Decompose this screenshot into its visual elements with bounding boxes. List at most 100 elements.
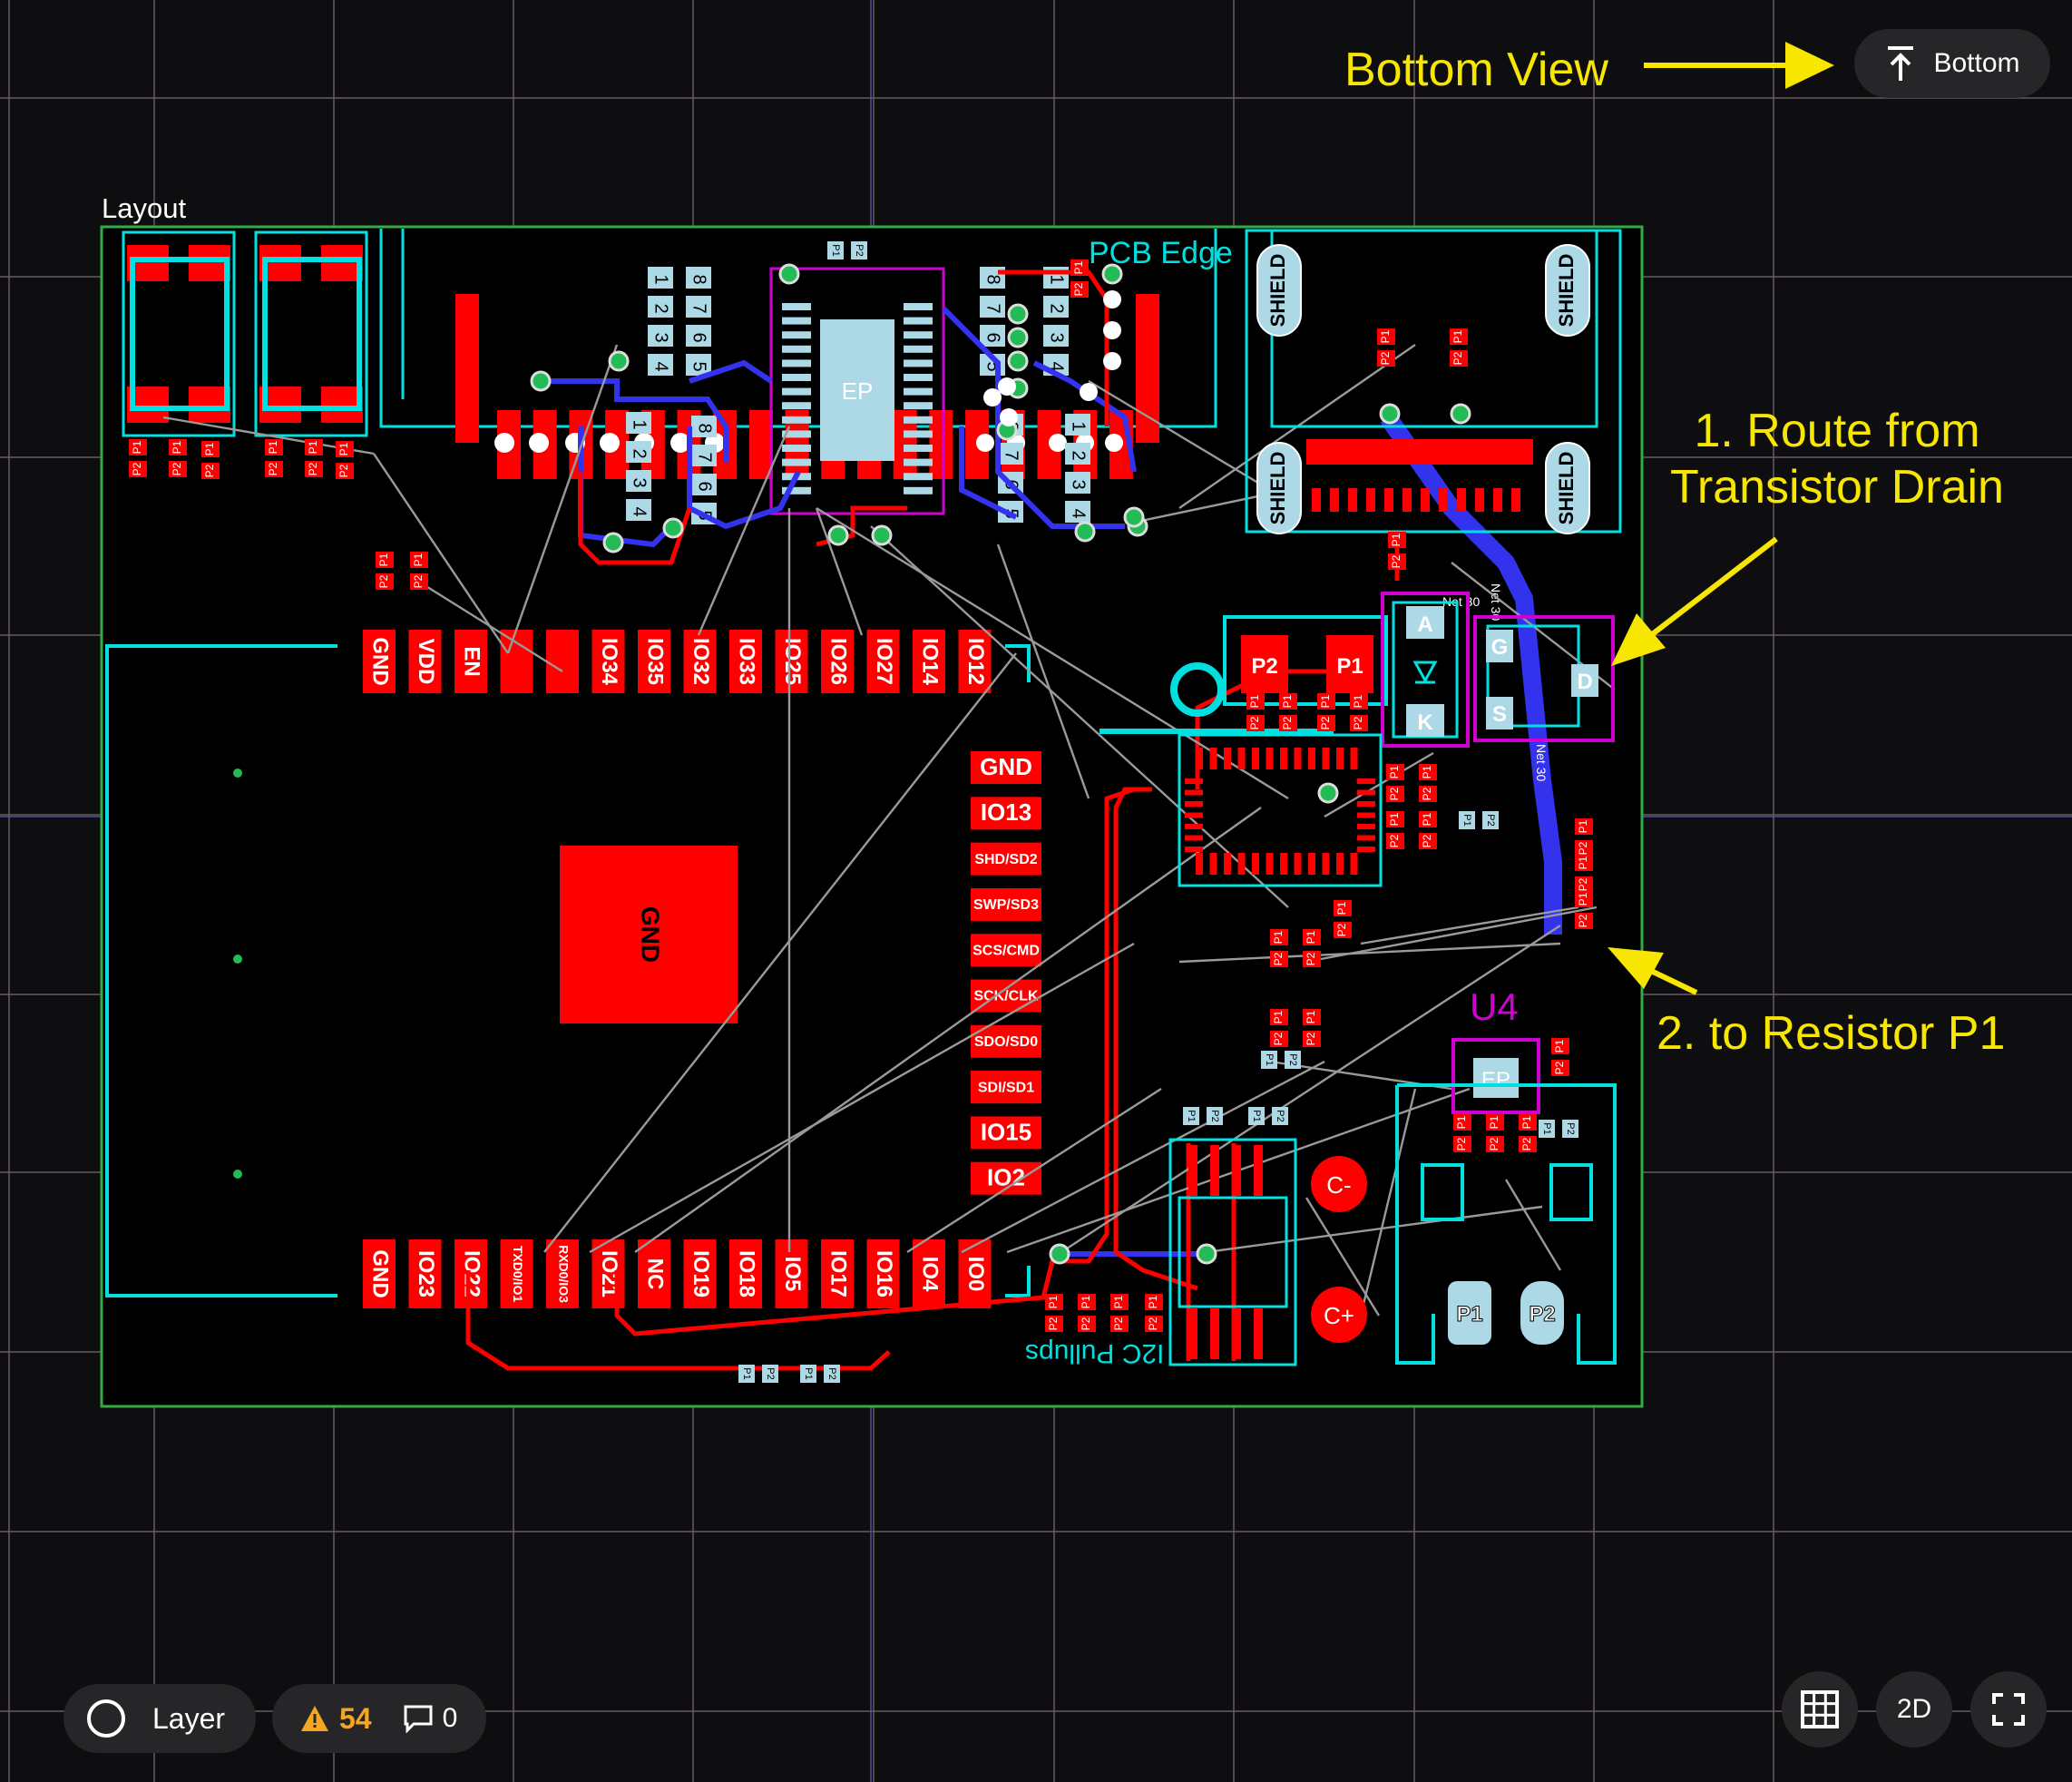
transistor-drain-pad[interactable] bbox=[1571, 664, 1598, 697]
smd-pad[interactable] bbox=[1070, 281, 1089, 298]
connector-pin[interactable] bbox=[1421, 488, 1430, 512]
smd-pad[interactable] bbox=[1317, 693, 1335, 710]
via[interactable] bbox=[871, 524, 893, 546]
header-pin[interactable] bbox=[363, 630, 396, 693]
smd-pad[interactable] bbox=[1575, 855, 1593, 871]
qfn-pad[interactable] bbox=[1280, 748, 1287, 769]
smd-pad[interactable] bbox=[1303, 1009, 1321, 1025]
header-pin[interactable] bbox=[821, 630, 854, 693]
smd-pad[interactable] bbox=[1562, 1120, 1578, 1138]
qfn-pad[interactable] bbox=[1357, 824, 1375, 829]
smd-pad[interactable] bbox=[1486, 1114, 1504, 1131]
smd-pad[interactable] bbox=[1078, 1294, 1096, 1310]
ic-pin-left[interactable] bbox=[782, 430, 811, 438]
connector-pin[interactable] bbox=[1493, 488, 1502, 512]
qfn-pad[interactable] bbox=[1185, 801, 1203, 807]
issues-bar[interactable]: 54 0 bbox=[272, 1684, 486, 1753]
header-pin[interactable] bbox=[775, 1239, 808, 1308]
qfn-pad[interactable] bbox=[1185, 847, 1203, 852]
via[interactable] bbox=[827, 524, 849, 546]
header-pin[interactable] bbox=[775, 630, 808, 693]
header-pin[interactable] bbox=[683, 630, 717, 693]
smd-pad[interactable] bbox=[1386, 833, 1404, 849]
smd-pad[interactable] bbox=[1419, 811, 1437, 827]
battery-pad-p1[interactable] bbox=[1448, 1281, 1491, 1345]
smd-pad[interactable] bbox=[1110, 1316, 1129, 1332]
qfn-pad[interactable] bbox=[1308, 748, 1315, 769]
jumper-pad-p2[interactable] bbox=[1241, 635, 1288, 693]
warning-count[interactable]: 54 bbox=[339, 1701, 372, 1735]
qfn-pad[interactable] bbox=[1357, 812, 1375, 818]
header-pin[interactable] bbox=[500, 1239, 533, 1308]
smd-pad[interactable] bbox=[410, 573, 428, 590]
smd-pad[interactable] bbox=[1350, 715, 1368, 731]
header-pin[interactable] bbox=[638, 630, 670, 693]
smd-pad[interactable] bbox=[201, 441, 220, 457]
qfn-pad[interactable] bbox=[1237, 748, 1246, 769]
smd-pad[interactable] bbox=[1045, 1316, 1063, 1332]
qfn-pad[interactable] bbox=[1336, 748, 1344, 769]
soic-pad[interactable] bbox=[1232, 1145, 1241, 1196]
via[interactable] bbox=[778, 263, 800, 285]
smd-pad[interactable] bbox=[1279, 715, 1297, 731]
soic-pad[interactable] bbox=[1210, 1145, 1219, 1196]
through-hole[interactable] bbox=[983, 388, 1002, 406]
header-pin[interactable] bbox=[683, 1239, 717, 1308]
switch-pad[interactable] bbox=[189, 387, 230, 423]
smd-pad[interactable] bbox=[169, 439, 187, 455]
c-minus-pad[interactable] bbox=[1311, 1156, 1367, 1212]
qfn-pad[interactable] bbox=[1357, 801, 1375, 807]
ic-pin-left[interactable] bbox=[782, 387, 811, 396]
smd-pad[interactable] bbox=[1270, 1031, 1288, 1047]
qfn-pad[interactable] bbox=[1185, 789, 1203, 796]
smd-pad[interactable] bbox=[1551, 1060, 1569, 1076]
ic-pin-left[interactable] bbox=[782, 458, 811, 466]
smd-pad[interactable] bbox=[800, 1365, 816, 1383]
connector-pin[interactable] bbox=[1330, 488, 1339, 512]
smd-pad[interactable] bbox=[824, 1365, 840, 1383]
qfn-pad[interactable] bbox=[1266, 853, 1274, 875]
smd-pad[interactable] bbox=[1207, 1107, 1223, 1125]
qfn-pad[interactable] bbox=[1350, 748, 1358, 769]
smd-pad[interactable] bbox=[1248, 1107, 1265, 1125]
ic-pin-left[interactable] bbox=[782, 486, 811, 494]
side-pin[interactable] bbox=[971, 1071, 1041, 1104]
c-plus-pad[interactable] bbox=[1311, 1287, 1367, 1343]
smd-pad[interactable] bbox=[1334, 922, 1352, 938]
via[interactable] bbox=[1379, 403, 1401, 425]
qfn-pad[interactable] bbox=[1322, 853, 1330, 875]
qfn-pad[interactable] bbox=[1185, 778, 1203, 784]
qfn-pad[interactable] bbox=[1224, 853, 1231, 875]
smd-pad[interactable] bbox=[1419, 786, 1437, 802]
qfn-pad[interactable] bbox=[1196, 748, 1203, 769]
via[interactable] bbox=[1007, 327, 1029, 348]
header-pin[interactable] bbox=[546, 1239, 579, 1308]
smd-pad[interactable] bbox=[1539, 1120, 1555, 1138]
through-hole[interactable] bbox=[1103, 321, 1121, 339]
qfn-pad[interactable] bbox=[1266, 748, 1274, 769]
via[interactable] bbox=[1007, 350, 1029, 372]
smd-pad[interactable] bbox=[1317, 715, 1335, 731]
smd-pad[interactable] bbox=[762, 1365, 778, 1383]
via[interactable] bbox=[1007, 303, 1029, 325]
smd-pad[interactable] bbox=[1575, 818, 1593, 835]
header-pin[interactable] bbox=[638, 1239, 670, 1308]
header-pin[interactable] bbox=[591, 630, 625, 693]
header-pin[interactable] bbox=[454, 1239, 487, 1308]
side-pin[interactable] bbox=[971, 979, 1041, 1013]
via[interactable] bbox=[608, 350, 630, 372]
smd-pad[interactable] bbox=[1246, 693, 1265, 710]
smd-pad[interactable] bbox=[1419, 833, 1437, 849]
diode-anode-pad[interactable] bbox=[1406, 606, 1444, 639]
through-hole[interactable] bbox=[1080, 383, 1098, 401]
usb-shell-pad[interactable] bbox=[455, 294, 479, 443]
smd-pad[interactable] bbox=[1486, 1136, 1504, 1152]
through-hole[interactable] bbox=[1103, 352, 1121, 370]
bottom-view-toggle[interactable]: Bottom bbox=[1854, 29, 2050, 98]
header-pin[interactable] bbox=[866, 1239, 900, 1308]
header-pin[interactable] bbox=[913, 630, 945, 693]
header-pin[interactable] bbox=[913, 1239, 945, 1308]
ic-pin-right[interactable] bbox=[904, 387, 933, 396]
side-pin[interactable] bbox=[971, 751, 1041, 784]
smd-pad[interactable] bbox=[410, 552, 428, 568]
